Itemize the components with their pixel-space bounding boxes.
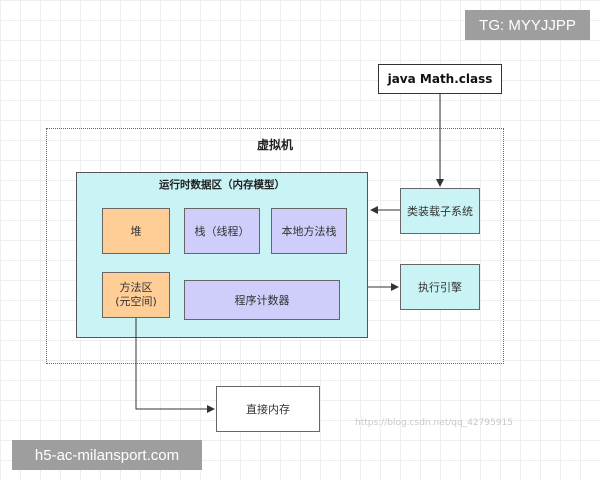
native-method-stack-box: 本地方法栈 xyxy=(271,208,347,254)
stack-box: 栈（线程） xyxy=(184,208,260,254)
runtime-data-area-title: 运行时数据区（内存模型） xyxy=(159,179,285,191)
watermark-text: https://blog.csdn.net/qq_42795915 xyxy=(355,418,514,428)
execution-engine-box: 执行引擎 xyxy=(400,264,480,310)
metaspace-label: (元空间) xyxy=(115,295,157,308)
site-tag: h5-ac-milansport.com xyxy=(12,440,202,470)
java-class-box: java Math.class xyxy=(378,64,502,94)
vm-title: 虚拟机 xyxy=(256,138,293,152)
method-area-box: 方法区 (元空间) xyxy=(102,272,170,318)
tg-tag: TG: MYYJJPP xyxy=(465,10,590,40)
arrow-method-to-direct-memory xyxy=(135,318,215,413)
method-area-label: 方法区 xyxy=(119,281,153,294)
heap-box: 堆 xyxy=(102,208,170,254)
vm-frame xyxy=(46,128,504,364)
direct-memory-box: 直接内存 xyxy=(216,386,320,432)
class-loader-box: 类装载子系统 xyxy=(400,188,480,234)
program-counter-box: 程序计数器 xyxy=(184,280,340,320)
